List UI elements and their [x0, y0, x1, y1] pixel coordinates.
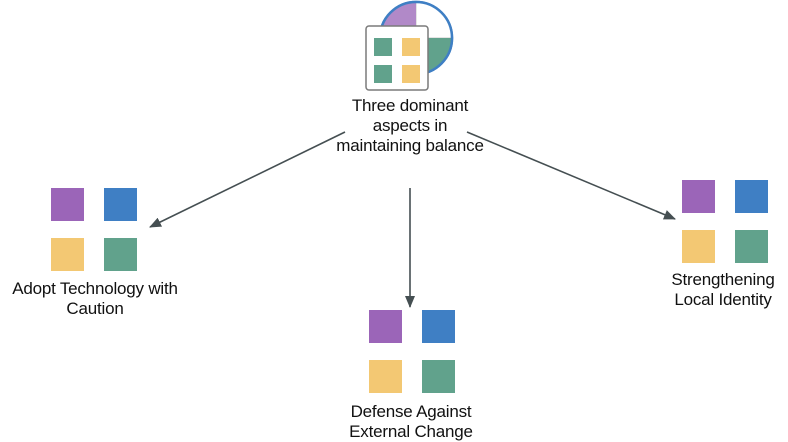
yellow-square: [369, 360, 402, 393]
right-node-label[interactable]: Strengthening Local Identity: [671, 270, 775, 309]
green-square: [735, 230, 768, 263]
right-node-icon[interactable]: [682, 180, 770, 265]
blue-square: [422, 310, 455, 343]
parent-node-icon[interactable]: [365, 0, 454, 91]
root-node-label[interactable]: Three dominant aspects in maintaining ba…: [336, 96, 484, 155]
purple-square: [51, 188, 84, 221]
green-square: [104, 238, 137, 271]
purple-square: [682, 180, 715, 213]
left-node-label[interactable]: Adopt Technology with Caution: [12, 279, 178, 318]
left-node-icon[interactable]: [51, 188, 139, 273]
blue-square: [104, 188, 137, 221]
green-square: [422, 360, 455, 393]
center-node-icon[interactable]: [369, 310, 457, 395]
blue-square: [735, 180, 768, 213]
yellow-square: [51, 238, 84, 271]
edge-root-to-right: [466, 131, 676, 220]
center-node-label[interactable]: Defense Against External Change: [349, 402, 473, 441]
purple-square: [369, 310, 402, 343]
edge-root-to-left: [149, 131, 346, 228]
yellow-square: [682, 230, 715, 263]
